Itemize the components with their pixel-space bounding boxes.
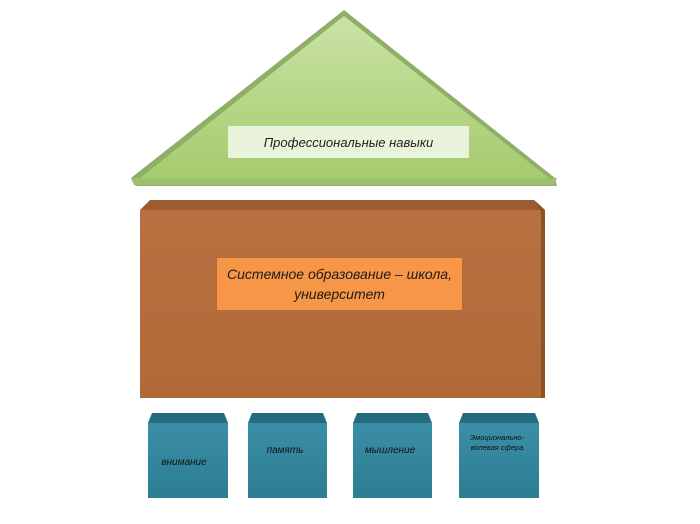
- roof-bottom-edge: [131, 178, 557, 185]
- foundation: [148, 413, 539, 498]
- block-label-emotional: Эмоционально-волевая сфера: [469, 433, 525, 452]
- foundation-block-3: [353, 413, 432, 498]
- wall-label: Системное образование – школа, университ…: [217, 258, 462, 310]
- foundation-block-1: [148, 413, 228, 498]
- wall-right-shade: [534, 200, 545, 398]
- block-label-thinking: мышление: [364, 445, 416, 456]
- foundation-block-2: [248, 413, 327, 498]
- block-label-memory: память: [266, 445, 304, 456]
- roof-label: Профессиональные навыки: [228, 126, 469, 158]
- wall-top: [140, 200, 545, 210]
- block-label-attention: внимание: [161, 457, 207, 468]
- foundation-block-4: [459, 413, 539, 498]
- roof: [131, 10, 557, 186]
